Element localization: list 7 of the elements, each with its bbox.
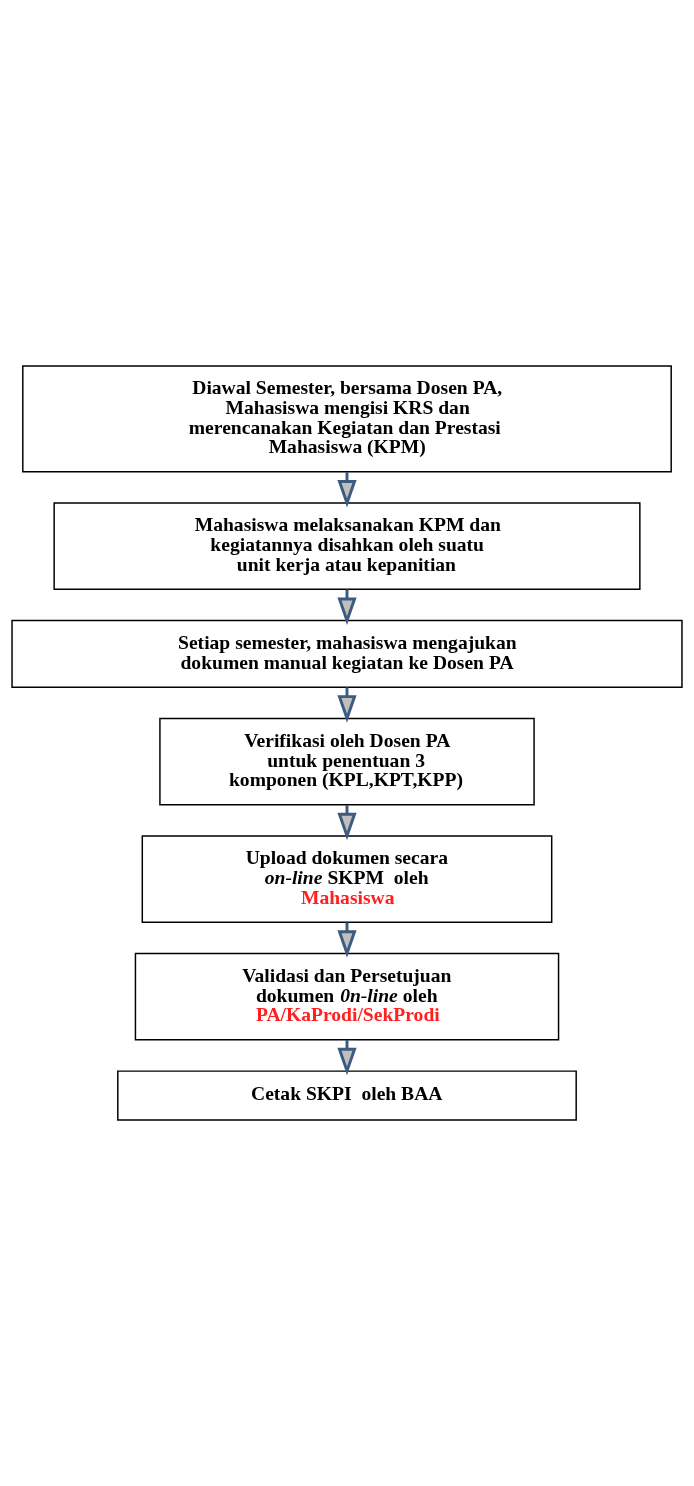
node-box: Validasi dan Persetujuan dokumen 0n-line oleh PA/KaProdi/SekProdi <box>134 952 560 1041</box>
node-box: Diawal Semester, bersama Dosen PA, Mahasiswa mengisi KRS dan merencanakan Kegiatan dan Prestasi Mahasiswa (KPM) <box>22 365 672 473</box>
node-box: Upload dokumen secara on-line SKPM oleh Mahasiswa <box>141 835 553 923</box>
node-box: Verifikasi oleh Dosen PA untuk penentuan 3 komponen (KPL,KPT,KPP) <box>159 717 535 806</box>
node-box: Setiap semester, mahasiswa mengajukan dokumen manual kegiatan ke Dosen PA <box>11 619 683 688</box>
node-box: Mahasiswa melaksanakan KPM dan kegiatannya disahkan oleh suatu unit kerja atau kepanitian <box>53 502 641 590</box>
node-box: Cetak SKPI oleh BAA <box>117 1070 577 1121</box>
